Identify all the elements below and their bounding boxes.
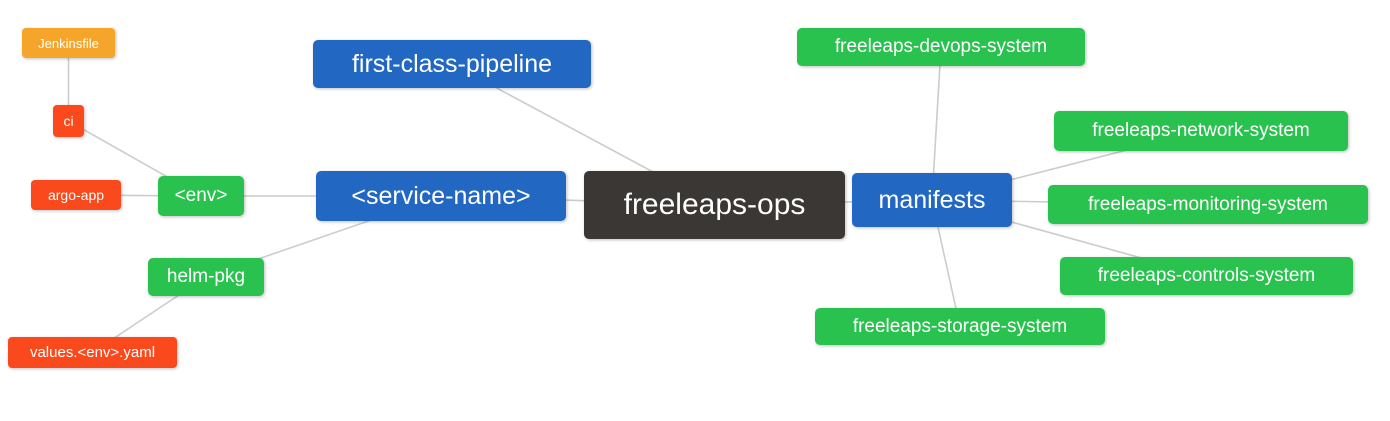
node-argo-app[interactable]: argo-app — [31, 180, 121, 210]
node-label: freeleaps-controls-system — [1097, 265, 1316, 286]
node-freeleaps-monitoring-system[interactable]: freeleaps-monitoring-system — [1048, 185, 1368, 224]
node-label: freeleaps-network-system — [1092, 120, 1310, 141]
node-freeleaps-devops-system[interactable]: freeleaps-devops-system — [797, 28, 1085, 66]
node-label: freeleaps-storage-system — [852, 315, 1068, 337]
node-label: helm-pkg — [166, 266, 246, 287]
node-values-env-yaml[interactable]: values.<env>.yaml — [8, 337, 177, 368]
node-label: Jenkinsfile — [38, 35, 99, 51]
node-label: manifests — [878, 185, 986, 214]
node-ci[interactable]: ci — [53, 105, 84, 137]
node-jenkinsfile[interactable]: Jenkinsfile — [22, 28, 115, 58]
node-freeleaps-controls-system[interactable]: freeleaps-controls-system — [1060, 257, 1353, 295]
node-label: freeleaps-ops — [623, 188, 806, 221]
node-label: <service-name> — [351, 181, 531, 210]
node-first-class-pipeline[interactable]: first-class-pipeline — [313, 40, 591, 88]
node-label: first-class-pipeline — [351, 49, 553, 78]
node-freeleaps-network-system[interactable]: freeleaps-network-system — [1054, 111, 1348, 151]
node-freeleaps-storage-system[interactable]: freeleaps-storage-system — [815, 308, 1105, 345]
node-env[interactable]: <env> — [158, 176, 244, 216]
node-service-name[interactable]: <service-name> — [316, 171, 566, 221]
node-label: ci — [63, 113, 74, 129]
node-label: <env> — [174, 185, 228, 206]
node-freeleaps-ops[interactable]: freeleaps-ops — [584, 171, 845, 239]
node-label: values.<env>.yaml — [29, 344, 156, 361]
node-label: freeleaps-devops-system — [834, 36, 1048, 57]
node-manifests[interactable]: manifests — [852, 173, 1012, 227]
node-label: argo-app — [47, 187, 105, 203]
node-label: freeleaps-monitoring-system — [1088, 193, 1328, 215]
node-helm-pkg[interactable]: helm-pkg — [148, 258, 264, 296]
